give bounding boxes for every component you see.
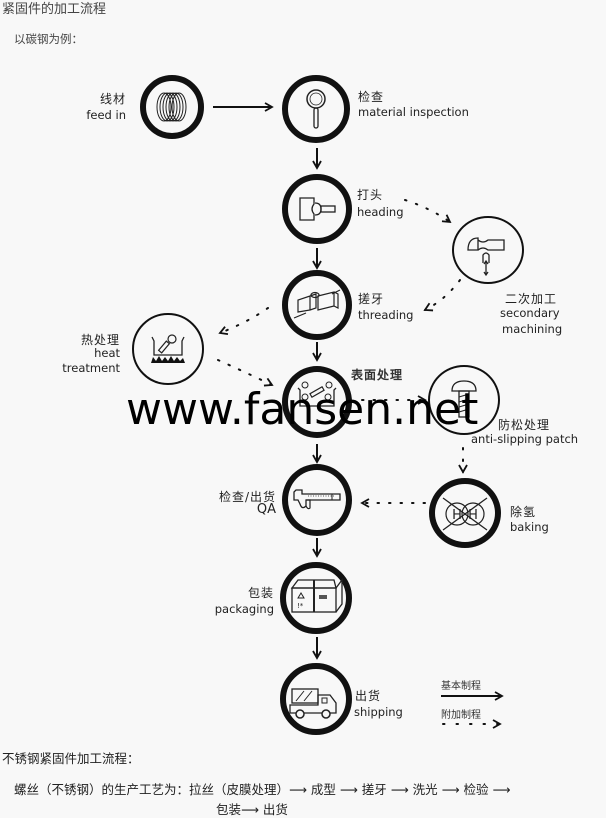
page-subtitle: 以碳钢为例：: [14, 32, 83, 46]
stainless-process-line1: 螺丝（不锈钢）的生产工艺为：拉丝（皮膜处理）⟶ 成型 ⟶ 搓牙 ⟶ 洗光 ⟶ 检…: [14, 782, 511, 797]
threading-label-en: threading: [358, 308, 414, 322]
shipping-node: [280, 663, 352, 735]
heat-treatment-label-en1: heat: [94, 346, 120, 360]
threading-node: [282, 270, 352, 340]
qa-node: [282, 464, 352, 536]
feed-in-label-cn: 线材: [99, 92, 126, 106]
qa-label-en: QA: [256, 502, 276, 517]
shipping-label-cn: 出货: [355, 689, 382, 703]
anti-slipping-node: [428, 365, 500, 435]
anti-slipping-label-en: anti-slipping patch: [471, 432, 579, 446]
baking-label-cn: 除氢: [510, 505, 537, 519]
material-inspection-label-en: material inspection: [358, 105, 469, 119]
heat-treatment-node: [132, 313, 204, 385]
baking-label-en: baking: [510, 520, 549, 534]
wire-coil-icon: [156, 92, 187, 122]
anti-slipping-label-cn: 防松处理: [498, 418, 551, 432]
surface-treatment-node: [282, 366, 352, 438]
svg-text:H: H: [468, 508, 478, 523]
shipping-label-en: shipping: [354, 705, 403, 719]
material-inspection-node: [282, 75, 350, 143]
threading-label-cn: 搓牙: [358, 292, 385, 306]
drill-icon: [467, 237, 505, 277]
heat-treatment-label-en2: treatment: [62, 361, 120, 375]
plating-tank-icon: [297, 381, 337, 407]
heading-label-cn: 打头: [357, 188, 384, 202]
hydrogen-removal-icon: H H: [442, 497, 488, 531]
magnifier-icon: [306, 89, 326, 129]
truck-icon: [289, 688, 337, 719]
heading-node: [282, 174, 352, 244]
heading-label-en: heading: [357, 205, 404, 219]
page-title: 紧固件的加工流程: [2, 2, 107, 17]
svg-text:H: H: [452, 508, 462, 523]
caliper-icon: [293, 489, 341, 510]
secondary-machining-label-en2: machining: [502, 322, 563, 336]
qa-label-cn: 检查/出货: [218, 490, 276, 504]
heat-treatment-label-cn: 热处理: [80, 333, 120, 347]
surface-treatment-label-cn: 表面处理: [351, 368, 404, 382]
legend-basic-label: 基本制程: [441, 681, 481, 692]
svg-text:!*: !*: [297, 602, 304, 610]
secondary-machining-label-en1: secondary: [500, 306, 560, 320]
heading-die-icon: [299, 197, 336, 221]
feed-in-label-en: feed in: [86, 108, 126, 122]
feed-in-node: [140, 75, 204, 139]
screw-icon: [451, 380, 477, 418]
packaging-node: !*: [280, 562, 352, 634]
secondary-machining-label-cn: 二次加工: [505, 292, 558, 306]
box-icon: !*: [290, 578, 343, 613]
thread-rolling-icon: [293, 289, 341, 319]
packaging-label-cn: 包装: [247, 586, 274, 600]
furnace-icon: [151, 334, 185, 363]
stainless-process-line2: 包装⟶ 出货: [216, 802, 288, 817]
watermark: www.fansen.net: [126, 384, 479, 435]
packaging-label-en: packaging: [214, 602, 274, 616]
legend-additional-label: 附加制程: [441, 710, 481, 721]
secondary-machining-node: [452, 216, 524, 284]
baking-node: H H: [429, 478, 501, 548]
stainless-heading: 不锈钢紧固件加工流程：: [2, 751, 140, 766]
material-inspection-label-cn: 检查: [358, 90, 385, 104]
